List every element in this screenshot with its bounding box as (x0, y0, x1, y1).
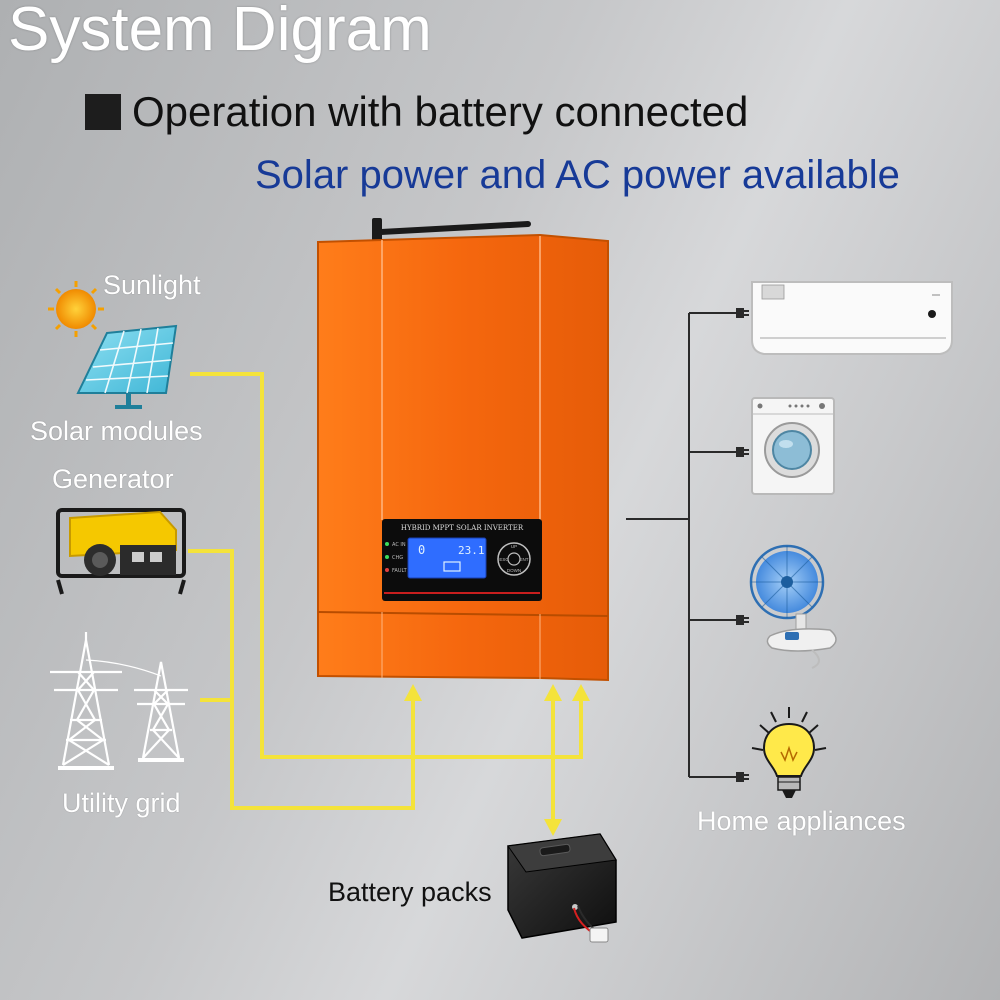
indicator-ac-in: AC IN (392, 542, 406, 548)
button-down: DOWN (507, 568, 521, 573)
arrow-up-generator (404, 684, 422, 701)
solar-panel-icon (76, 324, 178, 409)
home-appliances-label: Home appliances (697, 806, 906, 836)
power-lines (188, 372, 583, 822)
transmission-tower-large (50, 632, 122, 770)
battery-packs-label: Battery packs (328, 877, 492, 907)
sun-icon (48, 281, 104, 337)
utility-grid-label: Utility grid (62, 788, 181, 818)
antenna (377, 221, 531, 235)
generator-line (188, 549, 415, 810)
electric-fan-icon (749, 544, 837, 669)
lcd-left-value: 0 (418, 543, 425, 557)
arrowheads (404, 684, 590, 836)
air-conditioner-icon (751, 281, 953, 355)
transmission-tower-small (134, 661, 188, 762)
solar-modules-label: Solar modules (30, 416, 203, 446)
button-up: UP (511, 544, 517, 549)
arrow-up-battery (544, 684, 562, 701)
generator-label: Generator (52, 464, 174, 494)
status-indicators: AC IN CHG FAULT (385, 542, 408, 574)
plug-ends (736, 308, 749, 782)
load-lines (626, 312, 738, 778)
arrow-up-solar (572, 684, 590, 701)
panel-title: HYBRID MPPT SOLAR INVERTER (401, 524, 524, 532)
subtitle: Operation with battery connected (132, 88, 749, 135)
button-ent: ENT (520, 557, 529, 562)
battery-pack-icon (507, 833, 617, 943)
diagram-title: System Digram (8, 0, 432, 64)
bullet-square (85, 94, 121, 130)
mode-caption: Solar power and AC power available (255, 153, 900, 197)
utility-grid-icon (50, 632, 188, 770)
button-esc: ESC (499, 557, 509, 562)
hybrid-inverter: HYBRID MPPT SOLAR INVERTER AC IN CHG FAU… (317, 218, 609, 682)
light-bulb-icon (751, 707, 827, 798)
solar-line (190, 372, 583, 759)
generator-icon (56, 508, 186, 595)
subtitle-row: Operation with battery connected (85, 88, 748, 136)
lcd-right-value: 23.1 (458, 544, 485, 557)
arrow-down-battery (544, 819, 562, 836)
sunlight-label: Sunlight (103, 270, 201, 300)
indicator-fault: FAULT (392, 568, 408, 574)
washing-machine-icon (751, 397, 835, 495)
lcd-screen (407, 537, 487, 579)
control-buttons: UP ENT ESC DOWN (497, 542, 531, 576)
indicator-chg: CHG (392, 555, 403, 561)
